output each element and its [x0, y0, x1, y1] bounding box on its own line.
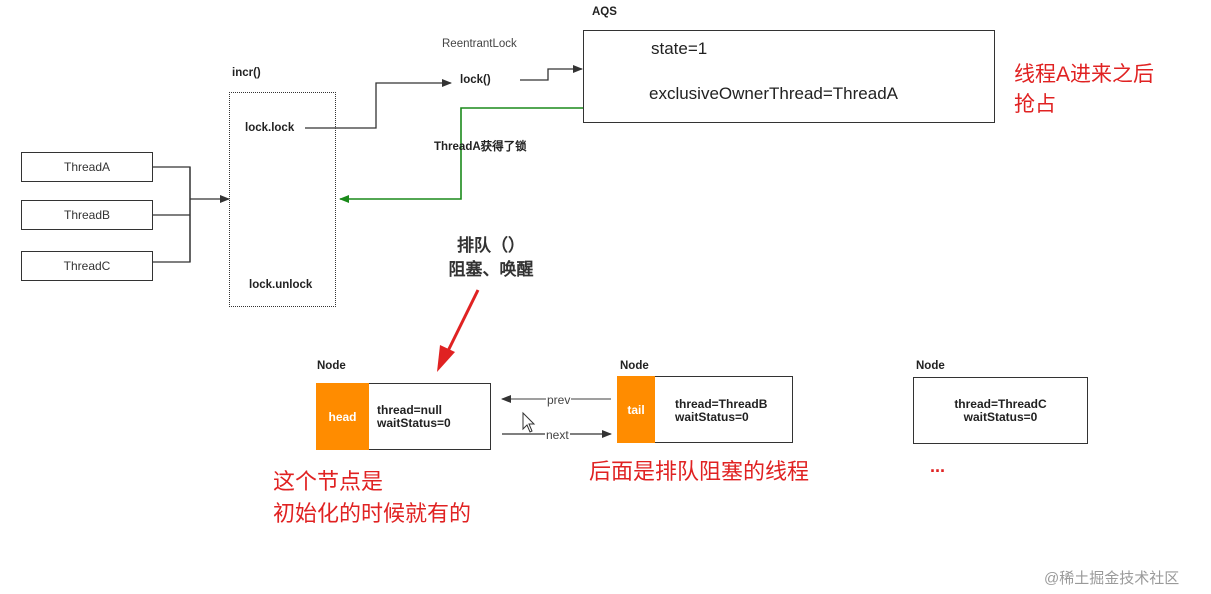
aqs-state: state=1 [651, 39, 708, 58]
thread-label: ThreadA [63, 160, 111, 174]
node-tail-fields: thread=ThreadB waitStatus=0 [675, 398, 767, 424]
ellipsis: ... [930, 456, 946, 476]
tail-tag: tail [617, 376, 655, 443]
node-title-third: Node [916, 360, 945, 372]
node-thread: thread=ThreadB [675, 397, 768, 411]
aqs-title: AQS [592, 6, 617, 18]
note-line: 抢占 [1014, 93, 1056, 116]
red-pointer-line [444, 289, 480, 356]
red-pointer-head [437, 345, 455, 372]
reentrant-lock-method: lock() [460, 74, 491, 86]
acquired-label: ThreadA获得了锁 [434, 141, 527, 153]
reentrant-to-aqs-arrow [520, 65, 583, 81]
node-status: waitStatus=0 [963, 410, 1038, 424]
note-head-node: 这个节点是 初始化的时候就有的 [273, 466, 471, 530]
incr-title: incr() [232, 67, 261, 79]
next-label: next [545, 428, 570, 442]
note-line: 这个节点是 [273, 469, 384, 494]
queue-line: 阻塞、唤醒 [448, 260, 534, 279]
thread-label: ThreadC [63, 259, 111, 273]
queue-line: 排队（） [457, 236, 525, 255]
head-tag: head [316, 383, 369, 450]
watermark: @稀土掘金技术社区 [1044, 570, 1180, 587]
node-status: waitStatus=0 [675, 410, 749, 424]
node-thread: thread=null [377, 403, 443, 417]
prev-label: prev [546, 393, 572, 407]
lock-unlock-label: lock.unlock [249, 279, 313, 291]
threadA-connector [153, 166, 191, 214]
queue-note: 排队（） 阻塞、唤醒 [436, 234, 546, 282]
node-status: waitStatus=0 [377, 416, 451, 430]
thread-box-c: ThreadC [21, 251, 153, 281]
lock-to-reentrant-arrow [305, 79, 452, 129]
aqs-owner: exclusiveOwnerThread=ThreadA [649, 84, 898, 103]
note-thread-a: 线程A进来之后 抢占 [1014, 60, 1154, 120]
thread-box-b: ThreadB [21, 200, 153, 230]
node-thread: thread=ThreadC [954, 397, 1047, 411]
aqs-box [583, 30, 995, 123]
lock-lock-label: lock.lock [245, 122, 295, 134]
node-third-fields: thread=ThreadC waitStatus=0 [913, 398, 1088, 424]
acquired-return-arrow [339, 107, 584, 203]
node-head-fields: thread=null waitStatus=0 [377, 404, 451, 430]
node-title-tail: Node [620, 360, 649, 372]
thread-box-a: ThreadA [21, 152, 153, 182]
node-title-head: Node [317, 360, 346, 372]
reentrantlock-title: ReentrantLock [442, 38, 517, 50]
node-third [913, 377, 1088, 444]
note-line: 线程A进来之后 [1014, 63, 1155, 86]
threadC-connector [153, 214, 191, 263]
thread-label: ThreadB [63, 208, 111, 222]
incr-method-box [229, 92, 336, 307]
note-line: 初始化的时候就有的 [273, 501, 472, 526]
note-tail-node: 后面是排队阻塞的线程 [589, 459, 810, 484]
mouse-cursor-icon [522, 411, 536, 433]
